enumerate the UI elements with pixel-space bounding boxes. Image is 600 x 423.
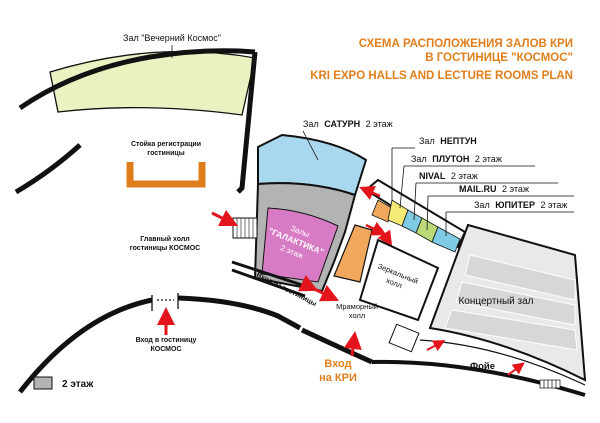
jupiter-floor: 2 этаж bbox=[540, 200, 567, 210]
main-hall-label-1: Главный холл bbox=[140, 235, 189, 243]
svg-text:Зал ПЛУТОН 2 этаж: Зал ПЛУТОН 2 этаж bbox=[411, 154, 502, 164]
vecherniy-kosmos-room bbox=[49, 50, 256, 116]
title-ru-line-2: В ГОСТИНИЦЕ "КОСМОС" bbox=[425, 52, 573, 64]
saturn-prefix: Зал bbox=[303, 119, 319, 129]
title-en: KRI EXPO HALLS AND LECTURE ROOMS PLAN bbox=[310, 70, 573, 82]
corridor-arrow bbox=[298, 275, 340, 302]
saturn-name: САТУРН bbox=[324, 119, 360, 129]
jupiter-prefix: Зал bbox=[474, 200, 490, 210]
kri-entrance-label-1: Вход bbox=[324, 358, 351, 370]
svg-text:Зал ЮПИТЕР 2 этаж: Зал ЮПИТЕР 2 этаж bbox=[474, 200, 567, 210]
svg-text:NIVAL 2 этаж: NIVAL 2 этаж bbox=[419, 171, 478, 181]
saturn-hall: Зал САТУРН 2 этаж bbox=[257, 119, 393, 197]
top-curved-wall bbox=[18, 48, 256, 111]
room-labels: Зал НЕПТУН Зал ПЛУТОН 2 этаж NIVAL 2 эта… bbox=[391, 136, 574, 236]
foyer: Фойе bbox=[371, 339, 586, 397]
reception-label-1: Стойка регистрации bbox=[131, 140, 201, 148]
gray-block: Залы "ГАЛАКТИКА" 2 этаж bbox=[253, 182, 357, 293]
legend: 2 этаж bbox=[33, 376, 94, 390]
mirror-hall-room bbox=[358, 238, 440, 322]
pluton-floor: 2 этаж bbox=[475, 154, 502, 164]
marble-hall-label-1: Мраморный bbox=[336, 302, 378, 311]
room-neptun bbox=[371, 199, 393, 223]
mailru-name: MAIL.RU bbox=[459, 184, 497, 194]
saturn-pointer bbox=[302, 130, 319, 161]
kri-entrance: Вход на КРИ bbox=[319, 331, 362, 384]
reception-counter bbox=[126, 162, 206, 188]
mirror-hall: Зеркальный холл bbox=[358, 238, 440, 322]
hotel-entrance-door bbox=[151, 293, 179, 311]
bottom-left-curved-wall bbox=[18, 297, 153, 394]
pluton-name: ПЛУТОН bbox=[432, 154, 469, 164]
legend-swatch bbox=[33, 376, 53, 390]
reception-desk: Стойка регистрации гостиницы bbox=[126, 140, 206, 188]
room-jupiter bbox=[431, 226, 461, 253]
neptun-name: НЕПТУН bbox=[440, 136, 477, 146]
mailru-pointer bbox=[426, 195, 574, 231]
pluton-pointer bbox=[399, 165, 535, 209]
plan-header: СХЕМА РАСПОЛОЖЕНИЯ ЗАЛОВ КРИ В ГОСТИНИЦЕ… bbox=[310, 38, 573, 82]
saturn-floor: 2 этаж bbox=[366, 119, 393, 129]
main-hall-label-2: гостиницы КОСМОС bbox=[130, 245, 200, 252]
neptun-prefix: Зал bbox=[419, 136, 435, 146]
concert-hall: Концертный зал bbox=[428, 223, 587, 382]
nival-floor: 2 этаж bbox=[451, 171, 478, 181]
svg-text:Зал САТУРН 2 этаж: Зал САТУРН 2 этаж bbox=[303, 119, 393, 129]
hotel-entrance: Вход в гостиницу КОСМОС bbox=[136, 307, 197, 353]
inner-arrows bbox=[359, 186, 393, 247]
reception-label-2: гостиницы bbox=[147, 150, 184, 157]
mailru-floor: 2 этаж bbox=[502, 184, 529, 194]
marble-hall: Мраморный холл bbox=[336, 302, 378, 320]
top-right-wall bbox=[236, 51, 258, 194]
nival-pointer bbox=[413, 182, 558, 221]
stairs-left bbox=[232, 217, 258, 239]
galaktika-halls bbox=[261, 207, 339, 283]
hotel-walls bbox=[14, 48, 374, 394]
foyer-label: Фойе bbox=[470, 361, 495, 372]
marble-hall-label-2: холл bbox=[349, 311, 365, 320]
concert-hall-label: Концертный зал bbox=[458, 296, 533, 307]
svg-text:MAIL.RU 2 этаж: MAIL.RU 2 этаж bbox=[459, 184, 529, 194]
entrance-hotel-label-2: КОСМОС bbox=[150, 346, 181, 353]
bottom-middle-wall bbox=[177, 295, 302, 331]
kri-entrance-label-2: на КРИ bbox=[319, 372, 357, 384]
left-curved-wall bbox=[14, 143, 82, 195]
svg-text:Зал НЕПТУН: Зал НЕПТУН bbox=[419, 136, 477, 146]
galaktika-entry-arrow bbox=[211, 209, 239, 227]
neptun-pointer bbox=[391, 147, 415, 200]
kri-entrance-arrow bbox=[343, 331, 362, 357]
jupiter-pointer bbox=[445, 211, 574, 236]
stairs-right bbox=[388, 323, 420, 353]
vecherniy-kosmos-label: Зал "Вечерний Космос" bbox=[123, 33, 221, 43]
pluton-prefix: Зал bbox=[411, 154, 427, 164]
marble-outer-wall bbox=[300, 327, 374, 365]
orange-room bbox=[333, 224, 373, 283]
legend-label: 2 этаж bbox=[62, 379, 94, 390]
title-ru-line-1: СХЕМА РАСПОЛОЖЕНИЯ ЗАЛОВ КРИ bbox=[359, 38, 573, 50]
entrance-hotel-label-1: Вход в гостиницу bbox=[136, 337, 197, 344]
jupiter-name: ЮПИТЕР bbox=[495, 200, 535, 210]
nival-name: NIVAL bbox=[419, 171, 446, 181]
